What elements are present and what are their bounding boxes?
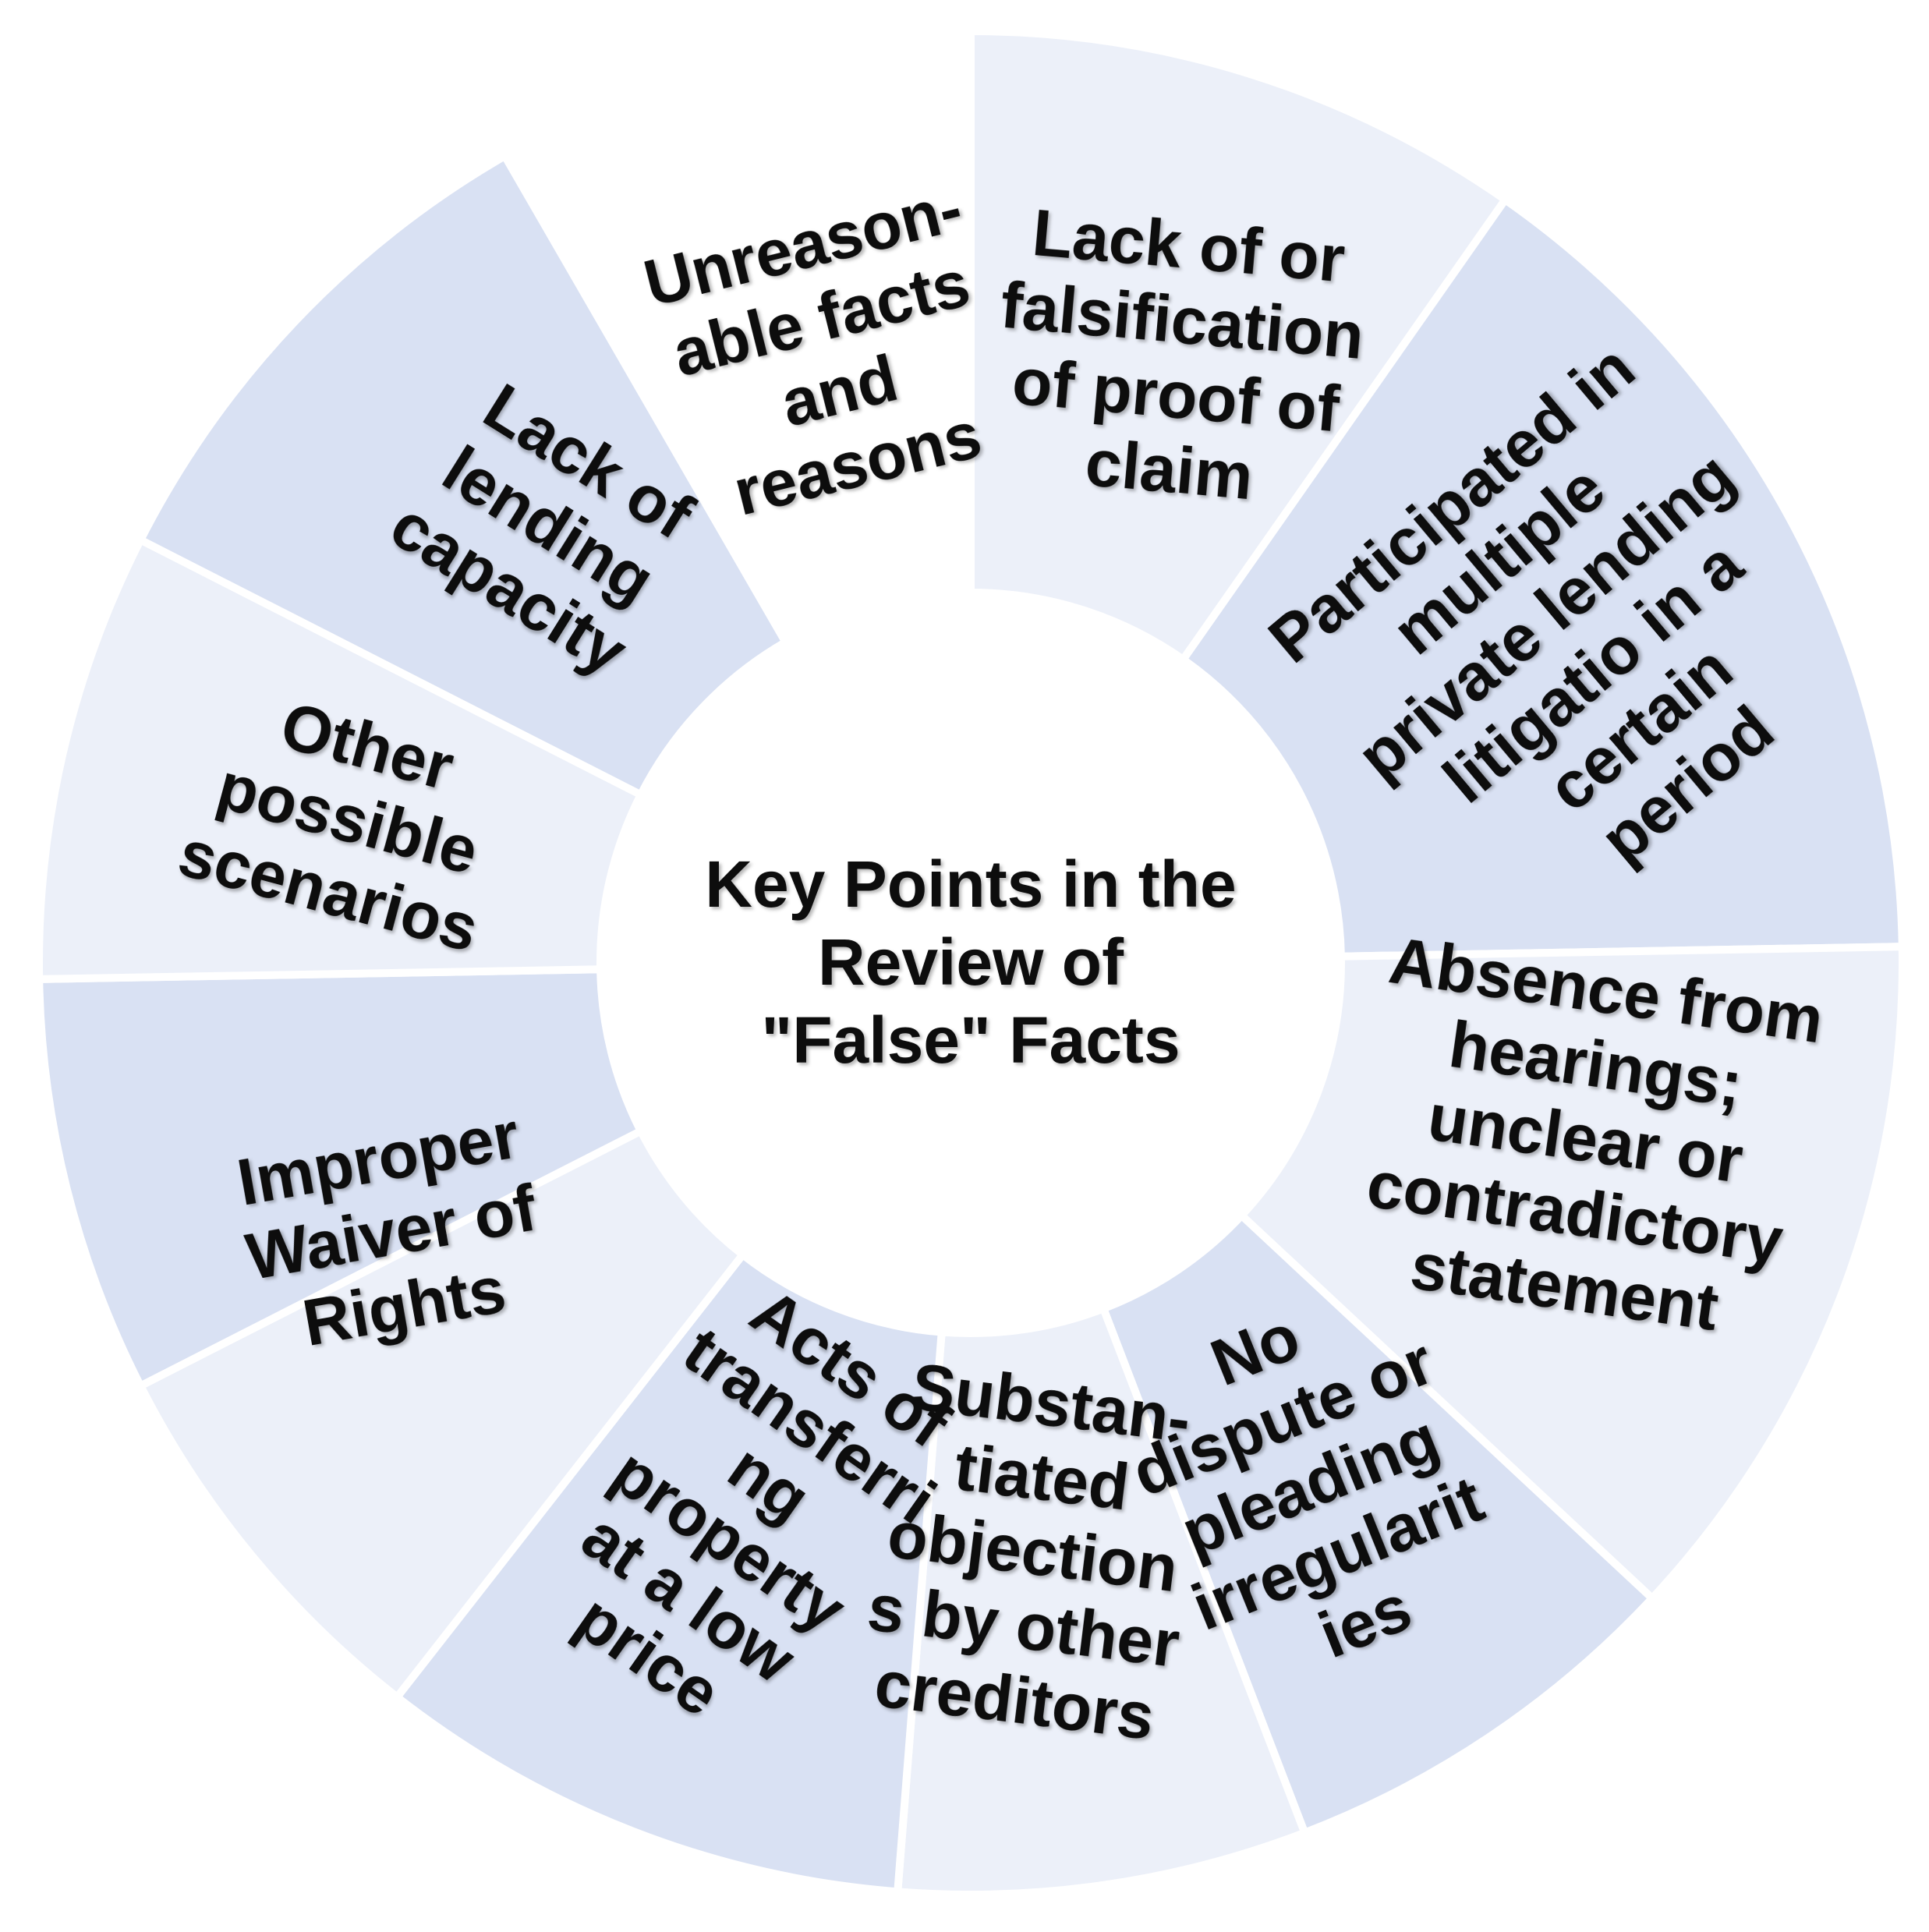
segment-label-line: claim (1082, 426, 1255, 513)
center-title-line: "False" Facts (761, 1003, 1180, 1077)
center-title-line: Key Points in the (705, 847, 1236, 921)
segment-participated-multiple-private-lending (1177, 194, 1906, 961)
center-circle (603, 596, 1338, 1330)
outer-rim (31, 23, 1910, 1902)
segment-acts-of-transferring-property (391, 1249, 947, 1896)
segment-label-absence-from-hearings: Absence fromhearings;unclear orcontradic… (1343, 923, 1828, 1353)
segment-no-dispute-or-pleading-irregularities (1098, 1209, 1658, 1838)
segment-absence-from-hearings (1236, 943, 1906, 1605)
wheel-segments (31, 23, 1910, 1902)
center-title-line: Review of (818, 925, 1124, 999)
segment-lack-of-lending-capacity (35, 534, 646, 983)
segment-other-possible-scenarios (35, 965, 646, 1392)
segment-label-improper-waiver-of-rights: ImproperWaiver ofRights (228, 1097, 555, 1368)
segment-substantiated-objections (893, 1303, 1310, 1898)
segment-label-no-dispute-or-pleading-irregularities: Nodispute orpleadingirregularities (1095, 1256, 1526, 1714)
segment-improper-waiver-of-rights (135, 1125, 749, 1703)
segment-unreasonable-facts-and-reasons (135, 150, 791, 801)
segment-lack-of-falsification-proof-of-claim (967, 27, 1511, 665)
